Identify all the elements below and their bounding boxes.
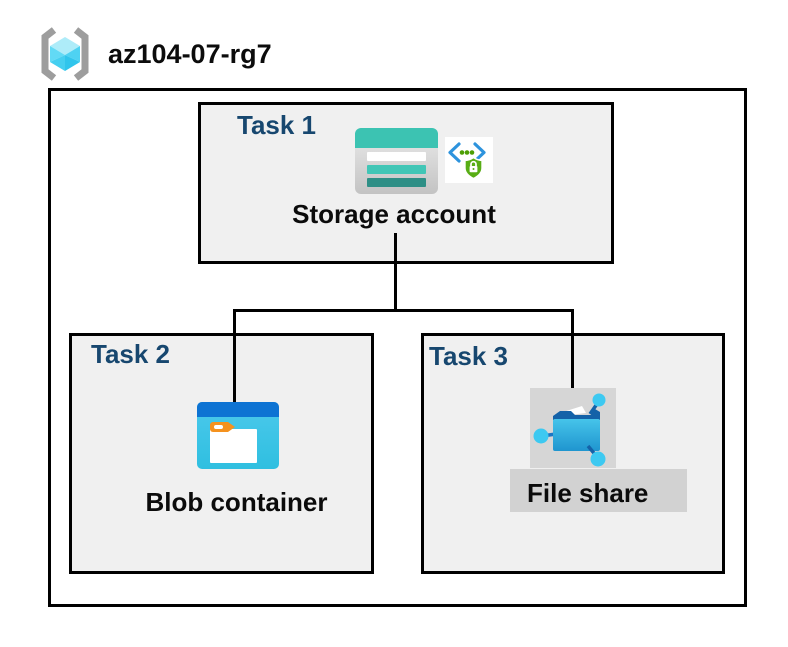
task2-box [69,333,374,574]
storage-account-icon [355,128,438,194]
task1-label: Task 1 [237,110,317,140]
file-share-label-background [510,469,687,512]
connector-to-fileshare [571,309,574,389]
connector-to-blob [233,309,236,403]
connector-horizontal [233,309,574,312]
file-share-label: File share [527,478,649,508]
file-share-icon [533,393,606,467]
blob-container-icon [197,402,279,469]
task2-label: Task 2 [91,339,171,369]
connector-storage-down [394,233,397,312]
blob-container-label: Blob container [145,487,328,517]
sas-lock-icon [445,137,493,183]
storage-account-label: Storage account [292,199,496,229]
resource-group-icon [41,27,89,81]
task3-label: Task 3 [429,341,509,371]
resource-group-name: az104-07-rg7 [108,39,272,69]
